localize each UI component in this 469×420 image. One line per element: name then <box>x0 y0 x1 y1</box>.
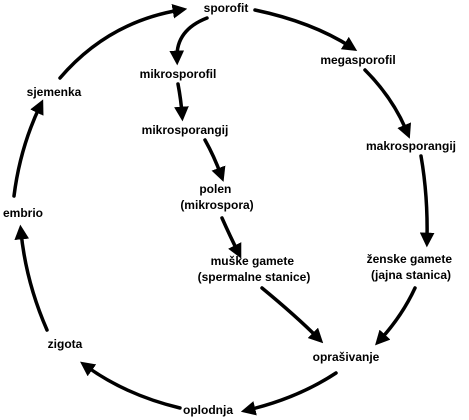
node-polen: polen (mikrospora) <box>180 182 253 212</box>
arrow-zigota-to-embrio <box>14 224 49 332</box>
node-embrio-line: embrio <box>3 206 43 220</box>
node-muske-gamete-line-1: muške gamete <box>211 254 295 268</box>
node-zenske-gamete-line-1: ženske gamete <box>367 252 453 266</box>
node-zigota-line: zigota <box>48 337 83 351</box>
node-oprasivanje: oprašivanje <box>313 350 380 364</box>
node-labels: sporofit mikrosporofil megasporofil mikr… <box>3 1 456 417</box>
node-sjemenka: sjemenka <box>27 85 82 99</box>
node-mikrosporofil: mikrosporofil <box>140 67 217 81</box>
node-embrio: embrio <box>3 206 43 220</box>
node-zenske-gamete: ženske gamete (jajna stanica) <box>367 252 456 282</box>
node-polen-line-2: (mikrospora) <box>180 198 253 212</box>
arrow-zenske-gamete-to-oprasivanje <box>375 286 417 346</box>
node-polen-line-1: polen <box>199 182 231 196</box>
arrow-mikrosporangij-to-polen <box>203 138 226 182</box>
node-makrosporangij-line: makrosporangij <box>366 139 456 153</box>
arrow-megasporofil-to-makrosporangij <box>363 68 411 139</box>
node-sporofit: sporofit <box>204 1 249 15</box>
node-muske-gamete-line-2: (spermalne stanice) <box>198 270 311 284</box>
arrow-oprasivanje-to-oplodnja <box>240 371 338 416</box>
arrow-oplodnja-to-zigota <box>80 361 182 410</box>
node-zenske-gamete-line-2: (jajna stanica) <box>371 268 451 282</box>
node-megasporofil: megasporofil <box>320 53 395 67</box>
arrow-polen-to-muske-gamete <box>220 216 242 259</box>
node-oplodnja-line: oplodnja <box>183 403 233 417</box>
node-muske-gamete: muške gamete (spermalne stanice) <box>198 254 311 284</box>
arrow-makrosporangij-to-zenske-gamete <box>419 154 435 248</box>
node-sjemenka-line: sjemenka <box>27 85 82 99</box>
arrow-sjemenka-to-sporofit <box>58 3 188 80</box>
node-mikrosporangij: mikrosporangij <box>142 123 229 137</box>
node-mikrosporangij-line: mikrosporangij <box>142 123 229 137</box>
node-megasporofil-line: megasporofil <box>320 53 395 67</box>
arrow-embrio-to-sjemenka <box>12 99 44 198</box>
arrow-mikrosporofil-to-mikrosporangij <box>174 82 189 122</box>
arrow-sporofit-to-megasporofil <box>253 8 358 51</box>
node-makrosporangij: makrosporangij <box>366 139 456 153</box>
arrow-muske-gamete-to-oprasivanje <box>260 286 324 344</box>
node-mikrosporofil-line: mikrosporofil <box>140 67 217 81</box>
node-zigota: zigota <box>48 337 83 351</box>
arrows <box>12 3 435 416</box>
node-oplodnja: oplodnja <box>183 403 233 417</box>
node-sporofit-line: sporofit <box>204 1 249 15</box>
arrow-sporofit-to-mikrosporofil <box>169 16 209 66</box>
node-oprasivanje-line: oprašivanje <box>313 350 380 364</box>
